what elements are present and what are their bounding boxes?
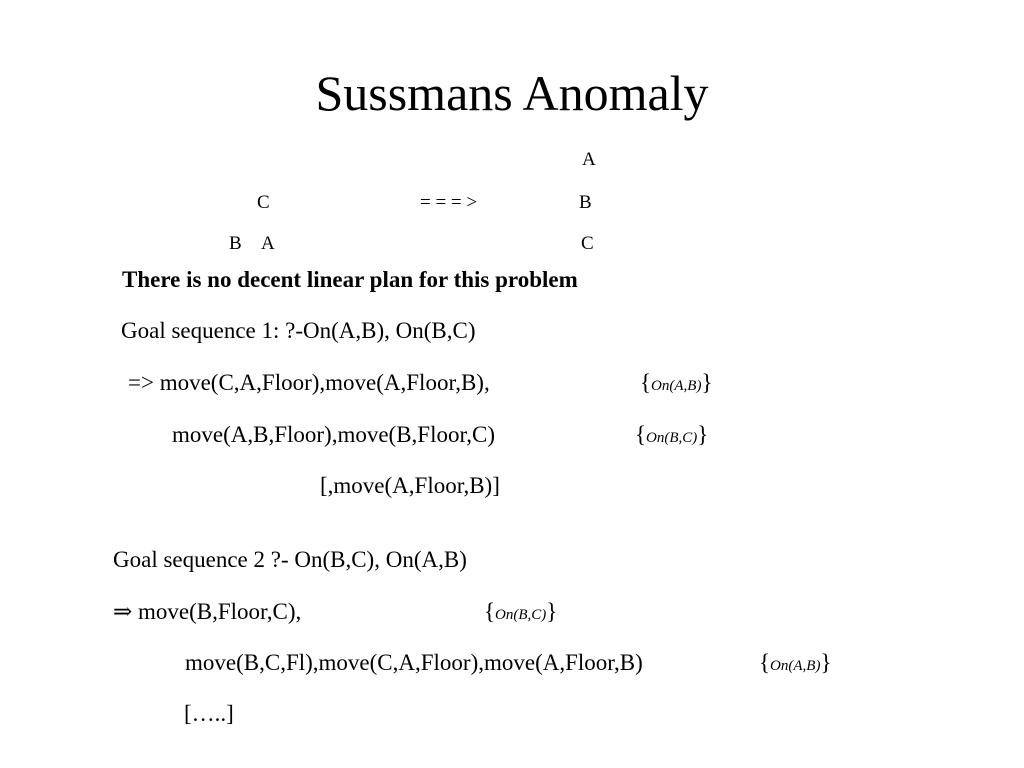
goal-block-bottom: C: [581, 233, 594, 254]
achieved-condition: On(A,B): [651, 378, 702, 394]
sequence1-goal: Goal sequence 1: ?-On(A,B), On(B,C): [121, 318, 476, 343]
sequence2-step3: […..]: [184, 701, 234, 726]
transition-arrow: = = = >: [420, 192, 478, 213]
start-block-bottom-right: A: [261, 233, 275, 254]
sequence2-step2-achieved: {On(A,B)}: [759, 650, 832, 675]
sequence2-step1: ⇒ move(B,Floor,C),: [113, 599, 302, 624]
start-block-top: C: [257, 192, 270, 213]
achieved-condition: On(B,C): [495, 607, 547, 623]
sequence1-step2: move(A,B,Floor),move(B,Floor,C): [172, 422, 495, 447]
slide-title: Sussmans Anomaly: [315, 65, 709, 121]
statement: There is no decent linear plan for this …: [122, 267, 578, 292]
sequence1-step3: [,move(A,Floor,B)]: [320, 473, 500, 498]
sequence1-step1-achieved: {On(A,B)}: [640, 370, 713, 395]
start-block-bottom-left: B: [229, 233, 242, 254]
sequence2-goal: Goal sequence 2 ?- On(B,C), On(A,B): [113, 547, 467, 572]
sequence2-step2: move(B,C,Fl),move(C,A,Floor),move(A,Floo…: [185, 650, 643, 675]
sequence1-step1: => move(C,A,Floor),move(A,Floor,B),: [128, 370, 490, 395]
achieved-condition: On(A,B): [770, 658, 821, 674]
sequence1-step2-achieved: {On(B,C)}: [635, 422, 709, 447]
sequence2-step1-achieved: {On(B,C)}: [484, 599, 558, 624]
goal-block-middle: B: [579, 192, 592, 213]
goal-block-top: A: [582, 149, 596, 170]
achieved-condition: On(B,C): [646, 430, 698, 446]
